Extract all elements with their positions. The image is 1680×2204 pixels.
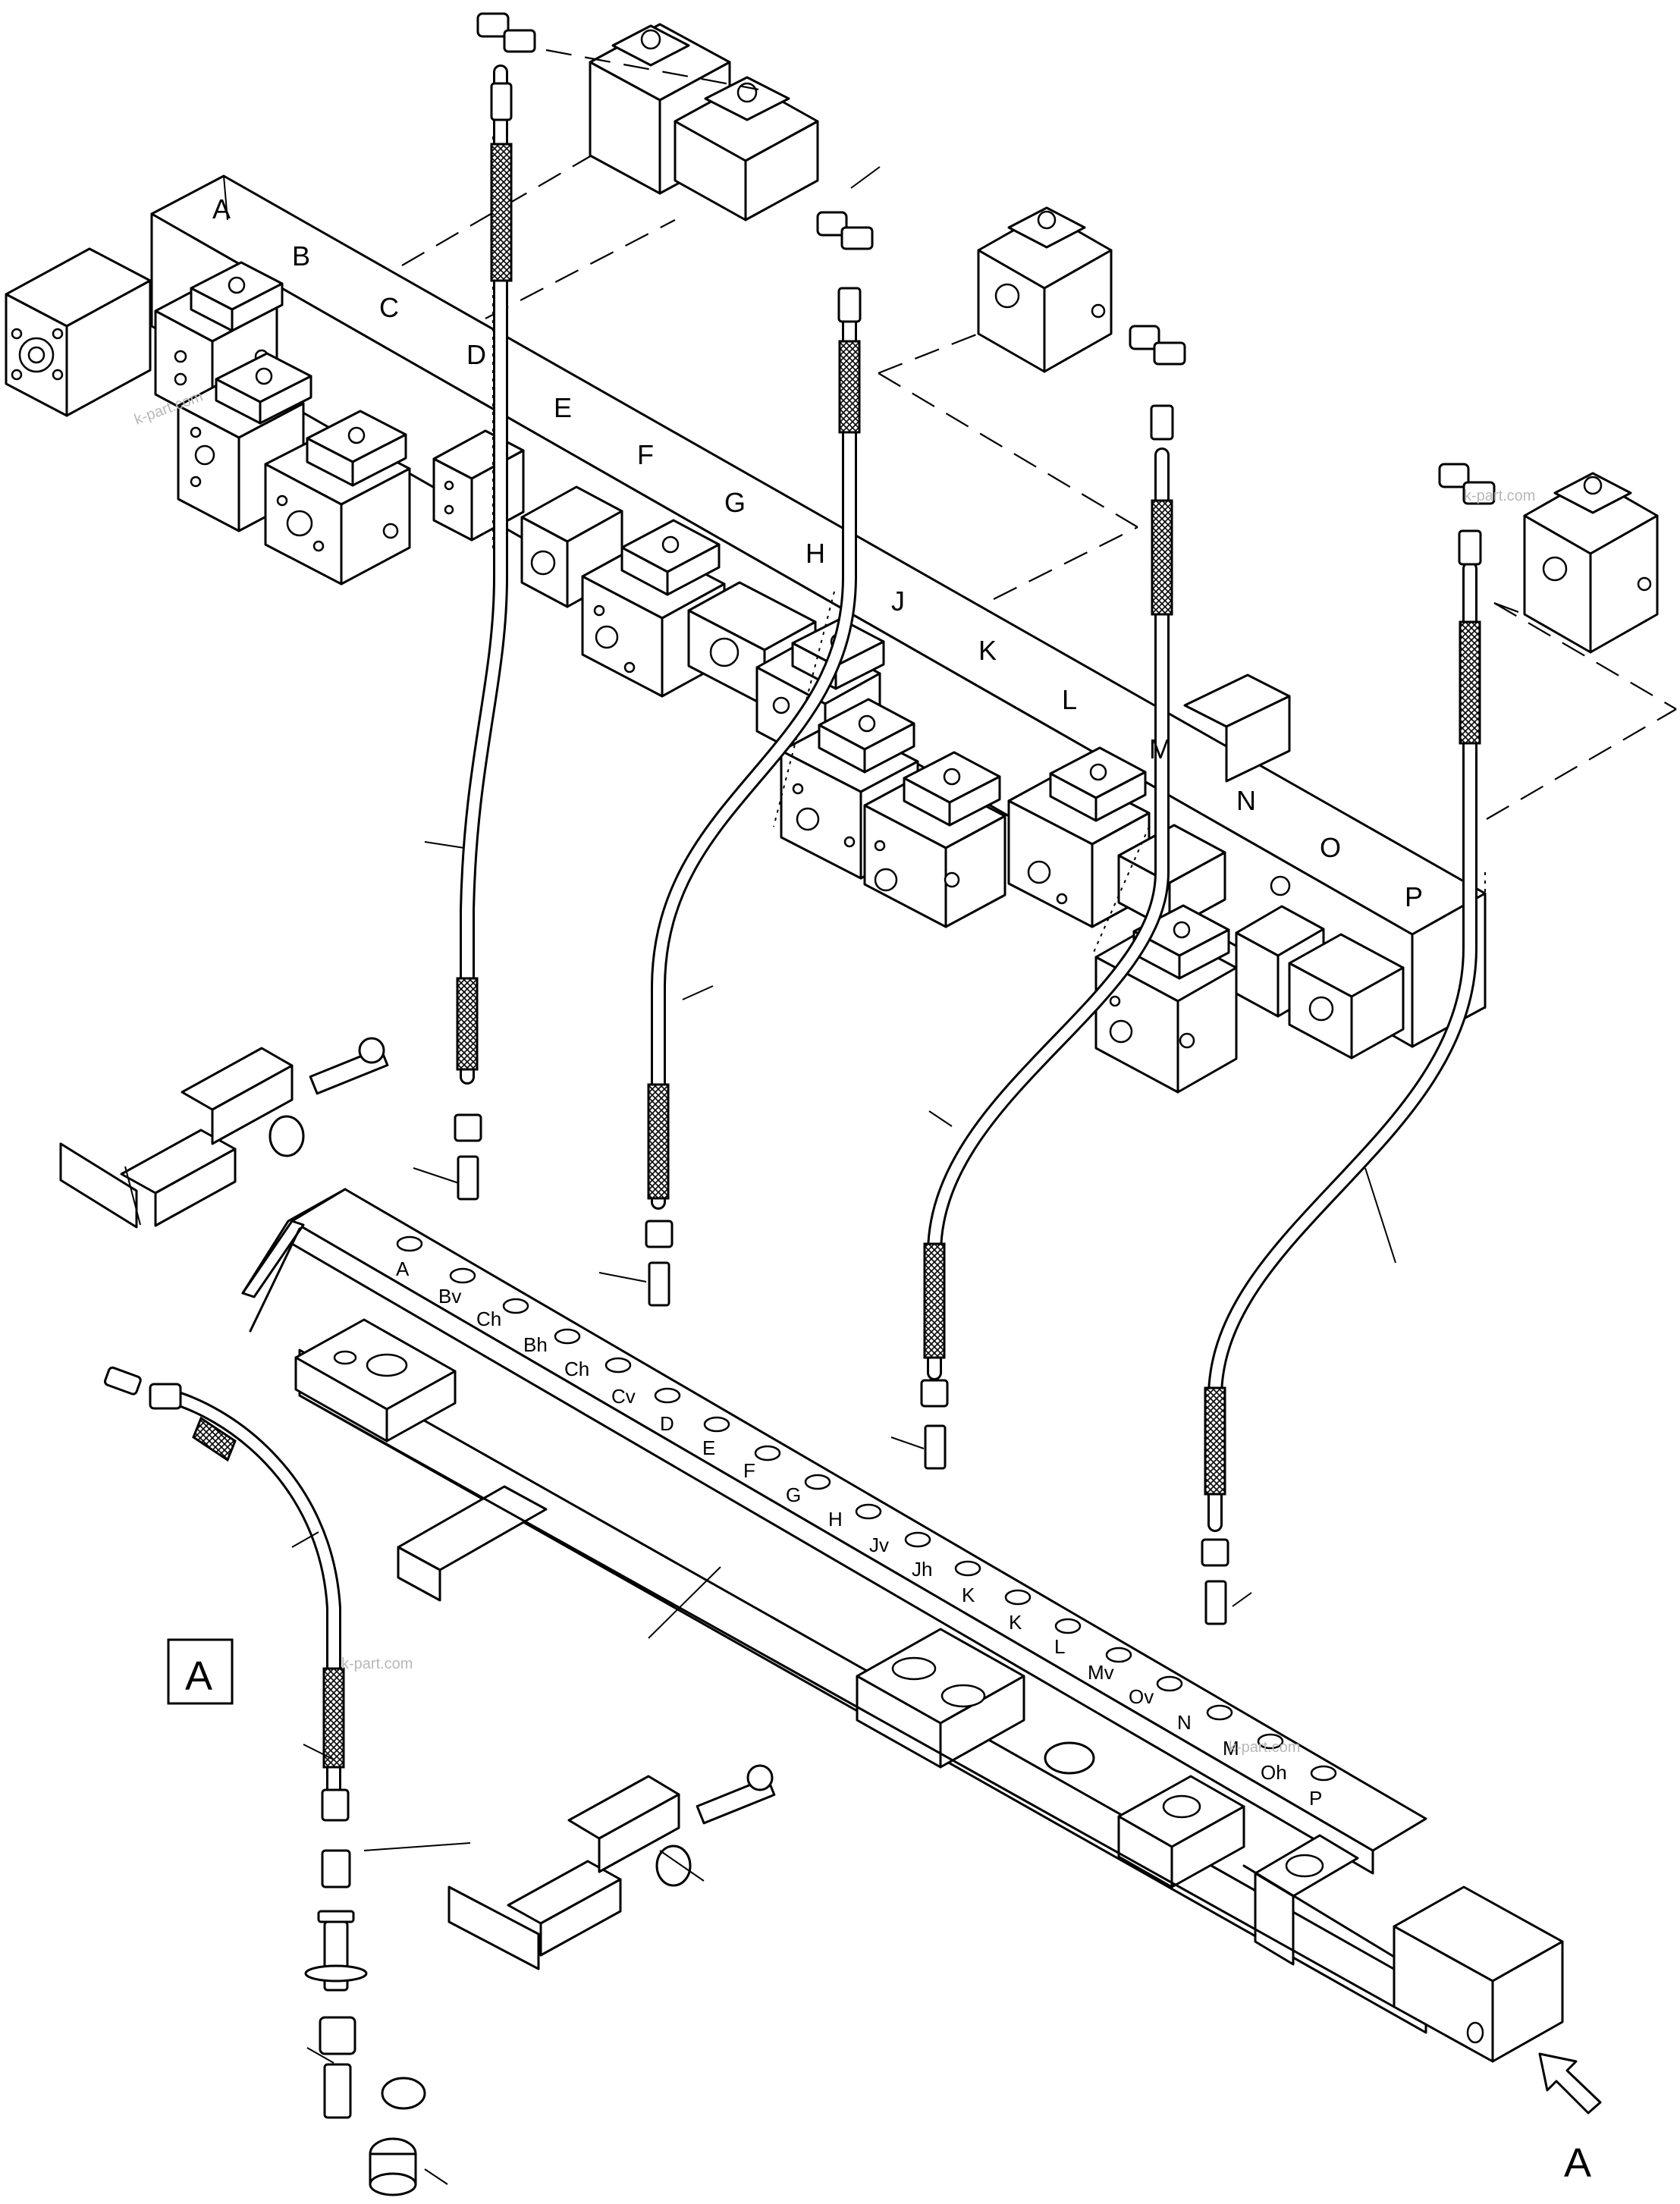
block-label: O	[1320, 832, 1341, 863]
block-label: F	[637, 439, 654, 470]
port-label: E	[702, 1436, 715, 1459]
clamp-lower	[447, 1764, 776, 1970]
block-label: L	[1062, 684, 1077, 715]
block-label: N	[1236, 785, 1256, 816]
detail-a-callout: A	[167, 1638, 234, 1705]
port-label: Jh	[912, 1558, 932, 1581]
hydraulic-hoses	[159, 64, 1481, 1797]
clamp-upper	[59, 1037, 389, 1229]
port-label: Oh	[1261, 1761, 1287, 1784]
block-label: B	[292, 240, 310, 272]
port-label: Ov	[1129, 1685, 1154, 1708]
valve-block-o	[1094, 904, 1238, 1094]
elbow-fitting-4	[1438, 463, 1496, 566]
watermark-text: k-part.com	[341, 1656, 413, 1672]
port-label: Mv	[1088, 1661, 1114, 1684]
valve-block-a	[5, 247, 152, 417]
port-label: D	[660, 1412, 674, 1435]
block-label: H	[805, 538, 825, 569]
port-label: Ch	[476, 1308, 501, 1330]
elbow-fitting-1	[476, 12, 536, 121]
leader-lines	[124, 166, 1396, 2185]
port-label: A	[396, 1257, 410, 1280]
lower-connector-3	[920, 1379, 949, 1470]
port-manifold-bar	[241, 1188, 1564, 2063]
port-label: G	[786, 1483, 801, 1506]
detail-label: A	[185, 1653, 212, 1699]
lower-connector-2	[645, 1220, 674, 1307]
port-label: Bv	[438, 1285, 461, 1308]
manifold-valve-blocks	[5, 247, 1405, 1094]
port-labels: A Bv Ch Bh Ch Cv D E F G H Jv Jh K K L M…	[396, 1257, 1322, 1810]
hose-clamps	[59, 1037, 776, 1970]
hose-fittings	[104, 12, 1496, 2196]
block-labels: A B C D E F G H J K L M N O P	[212, 193, 1423, 912]
remote-valve-blocks	[589, 23, 1659, 654]
port-label: P	[1309, 1787, 1322, 1810]
block-label: J	[891, 586, 905, 617]
block-label: D	[466, 339, 486, 370]
remote-block-3	[977, 206, 1113, 373]
view-label: A	[1564, 2140, 1591, 2186]
port-label: F	[743, 1459, 755, 1482]
block-label: M	[1149, 733, 1172, 764]
port-label: L	[1054, 1635, 1065, 1658]
port-holes	[396, 1235, 1337, 1782]
block-label: P	[1405, 881, 1423, 912]
block-label: E	[554, 392, 572, 423]
port-label: K	[1009, 1611, 1022, 1634]
elbow-fitting-2	[816, 211, 874, 323]
watermark-text: k-part.com	[1464, 488, 1535, 504]
lower-connector-1	[454, 1113, 482, 1201]
port-label: Ch	[564, 1358, 589, 1380]
block-label: C	[379, 292, 399, 323]
port-label: M	[1223, 1737, 1239, 1760]
block-label: G	[724, 487, 746, 518]
valve-block-l	[863, 751, 1006, 928]
valve-block-d	[264, 410, 411, 586]
remote-block-2	[674, 76, 819, 221]
watermark-text: k-part.com	[1229, 1739, 1300, 1756]
block-label: A	[212, 193, 231, 224]
detail-fitting-set	[104, 1366, 426, 2196]
port-label: Bh	[523, 1333, 548, 1356]
view-arrow: A	[1538, 2052, 1602, 2186]
port-label: K	[962, 1584, 975, 1606]
remote-block-4	[1523, 472, 1659, 654]
lower-connector-4	[1201, 1538, 1229, 1625]
port-label: N	[1177, 1711, 1192, 1734]
port-label: H	[828, 1508, 843, 1531]
port-label: Jv	[869, 1534, 889, 1556]
port-label: Cv	[611, 1385, 636, 1408]
valve-block-p	[1183, 673, 1405, 1060]
block-label: K	[978, 635, 997, 666]
elbow-fitting-3	[1129, 325, 1186, 441]
